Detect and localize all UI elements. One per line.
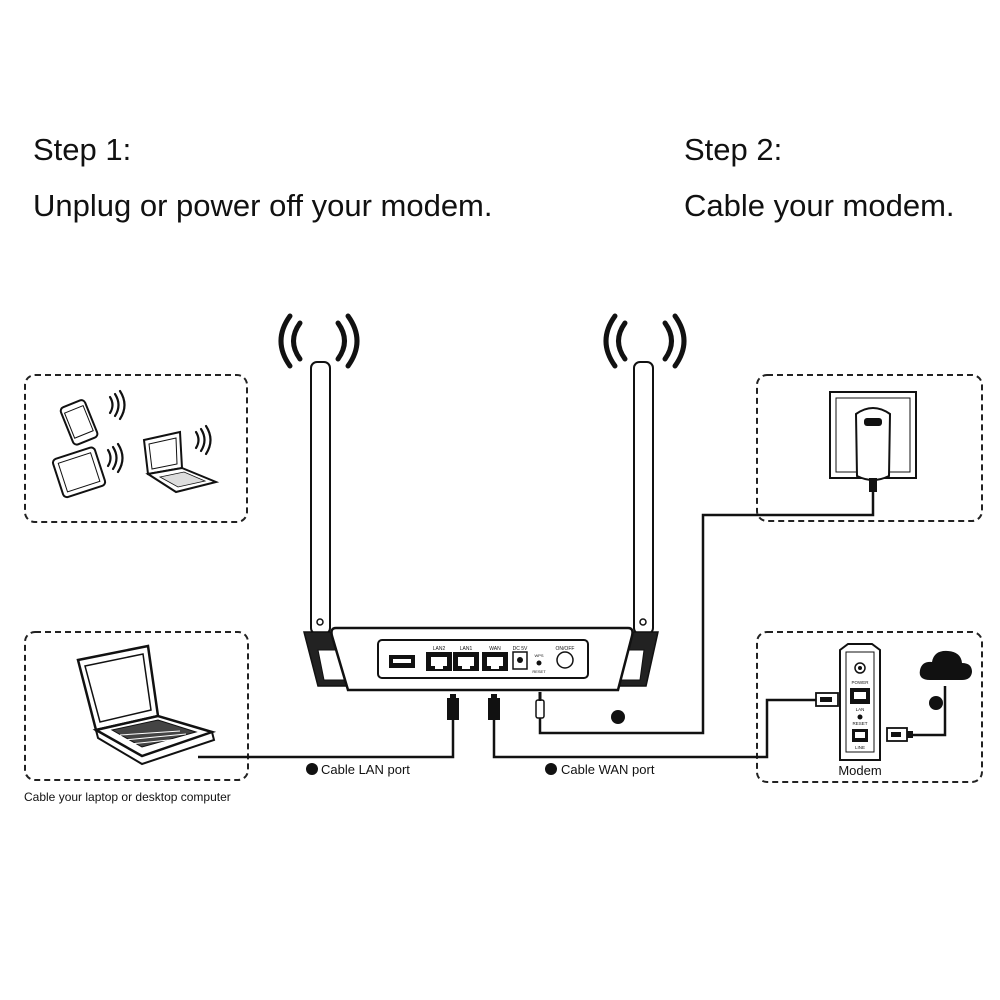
- modem-icon: POWER LAN RESET LINE: [839, 643, 881, 761]
- onoff-label: ON/OFF: [556, 646, 575, 652]
- lan-cable: [198, 720, 455, 759]
- power-outlet-box: [756, 374, 983, 522]
- lan2-label: LAN2: [433, 646, 446, 652]
- left-antenna: [310, 361, 331, 635]
- ethernet-plug-icon: [815, 692, 839, 707]
- tablet-icon: [51, 446, 107, 499]
- wps-label: WPS: [534, 653, 543, 658]
- lan1-label: LAN1: [460, 646, 473, 652]
- power-callout-dot: [611, 710, 625, 724]
- line-cable: [912, 686, 947, 737]
- reset-label: RESET: [532, 669, 546, 674]
- ethernet-plug-icon: [488, 694, 500, 720]
- right-antenna: [633, 361, 654, 635]
- lan2-port: [426, 652, 452, 671]
- step-2-heading: Step 2:: [684, 132, 783, 167]
- modem-caption: Modem: [838, 763, 881, 778]
- dc-label: DC 5V: [513, 646, 528, 652]
- computer-box: [24, 631, 249, 781]
- lan1-port: [453, 652, 479, 671]
- modem-reset-label: RESET: [852, 721, 867, 726]
- power-button: [556, 651, 574, 669]
- power-adapter-icon: [829, 391, 917, 492]
- laptop-icon: [76, 644, 217, 766]
- wireless-devices-box: [24, 374, 248, 523]
- power-cable: [538, 490, 875, 735]
- wan-port: [482, 652, 508, 671]
- wan-callout-dot: [545, 763, 557, 775]
- smartphone-icon: [59, 399, 99, 446]
- modem-power-label: POWER: [851, 680, 869, 685]
- step-1-heading: Step 1:: [33, 132, 132, 167]
- wifi-signal-icon: [194, 424, 212, 456]
- cloud-icon: [919, 650, 972, 680]
- wifi-signal-icon: [106, 442, 124, 474]
- lan-callout-dot: [306, 763, 318, 775]
- step-1-instruction: Unplug or power off your modem.: [33, 188, 493, 223]
- router-icon: LAN2 LAN1 WAN DC 5V WPS RESET ON/OFF: [303, 361, 659, 692]
- ethernet-plug-icon: [447, 694, 459, 720]
- modem-line-label: LINE: [855, 745, 865, 750]
- wan-callout-label: Cable WAN port: [561, 762, 655, 777]
- wan-cable: [492, 698, 818, 759]
- modem-lan-label: LAN: [856, 707, 865, 712]
- phone-line-plug-icon: [886, 727, 913, 742]
- power-plug-icon: [535, 692, 545, 719]
- laptop-icon: [142, 430, 220, 494]
- lan-callout-label: Cable LAN port: [321, 762, 410, 777]
- step-2-instruction: Cable your modem.: [684, 188, 955, 223]
- modem-box: [756, 631, 983, 783]
- wan-label: WAN: [489, 646, 501, 652]
- wifi-signal-icon: [603, 313, 687, 369]
- line-callout-dot: [929, 696, 943, 710]
- laptop-caption: Cable your laptop or desktop computer: [24, 790, 231, 804]
- wifi-signal-icon: [278, 313, 360, 369]
- wifi-signal-icon: [108, 389, 126, 421]
